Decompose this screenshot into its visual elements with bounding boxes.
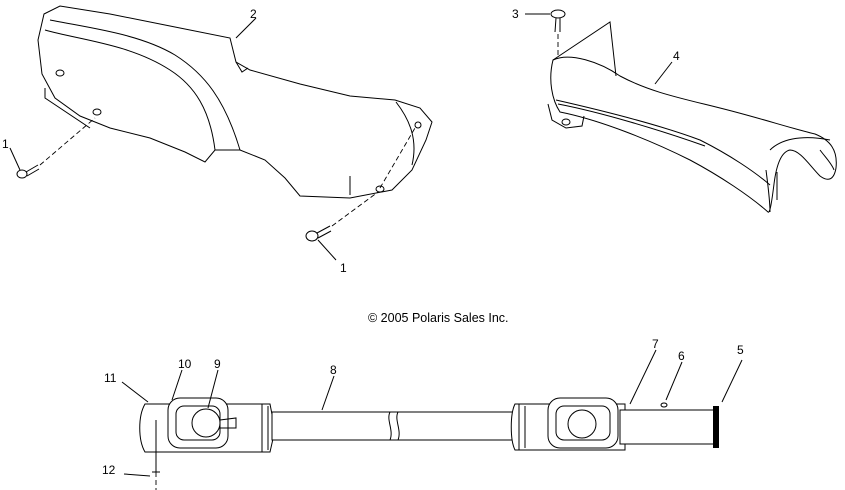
callout-7: 7 bbox=[652, 337, 659, 351]
callout-11: 11 bbox=[104, 371, 117, 385]
steering-shaft-assembly bbox=[139, 397, 719, 490]
callout-12: 12 bbox=[102, 463, 116, 477]
leader-lines bbox=[9, 13, 743, 477]
callout-3: 3 bbox=[512, 7, 519, 21]
callout-6: 6 bbox=[678, 349, 685, 363]
callout-2: 2 bbox=[250, 7, 257, 21]
callout-8: 8 bbox=[330, 363, 337, 377]
copyright-notice: © 2005 Polaris Sales Inc. bbox=[368, 311, 509, 325]
part-2-panel bbox=[37, 5, 433, 199]
callout-10: 10 bbox=[178, 357, 192, 371]
part-3-rivet bbox=[550, 9, 566, 58]
callout-9: 9 bbox=[214, 357, 221, 371]
part-1-screw-lower bbox=[305, 127, 416, 242]
part-4-seat bbox=[547, 21, 837, 213]
callout-1-left: 1 bbox=[2, 137, 9, 151]
part-5-seal bbox=[713, 406, 719, 448]
part-1-screw-left bbox=[16, 117, 96, 179]
callout-4: 4 bbox=[673, 49, 680, 63]
callout-5: 5 bbox=[737, 343, 744, 357]
callout-labels: 1 2 1 3 4 5 6 7 8 9 10 11 12 bbox=[2, 7, 744, 477]
callout-1-lower: 1 bbox=[340, 261, 347, 275]
